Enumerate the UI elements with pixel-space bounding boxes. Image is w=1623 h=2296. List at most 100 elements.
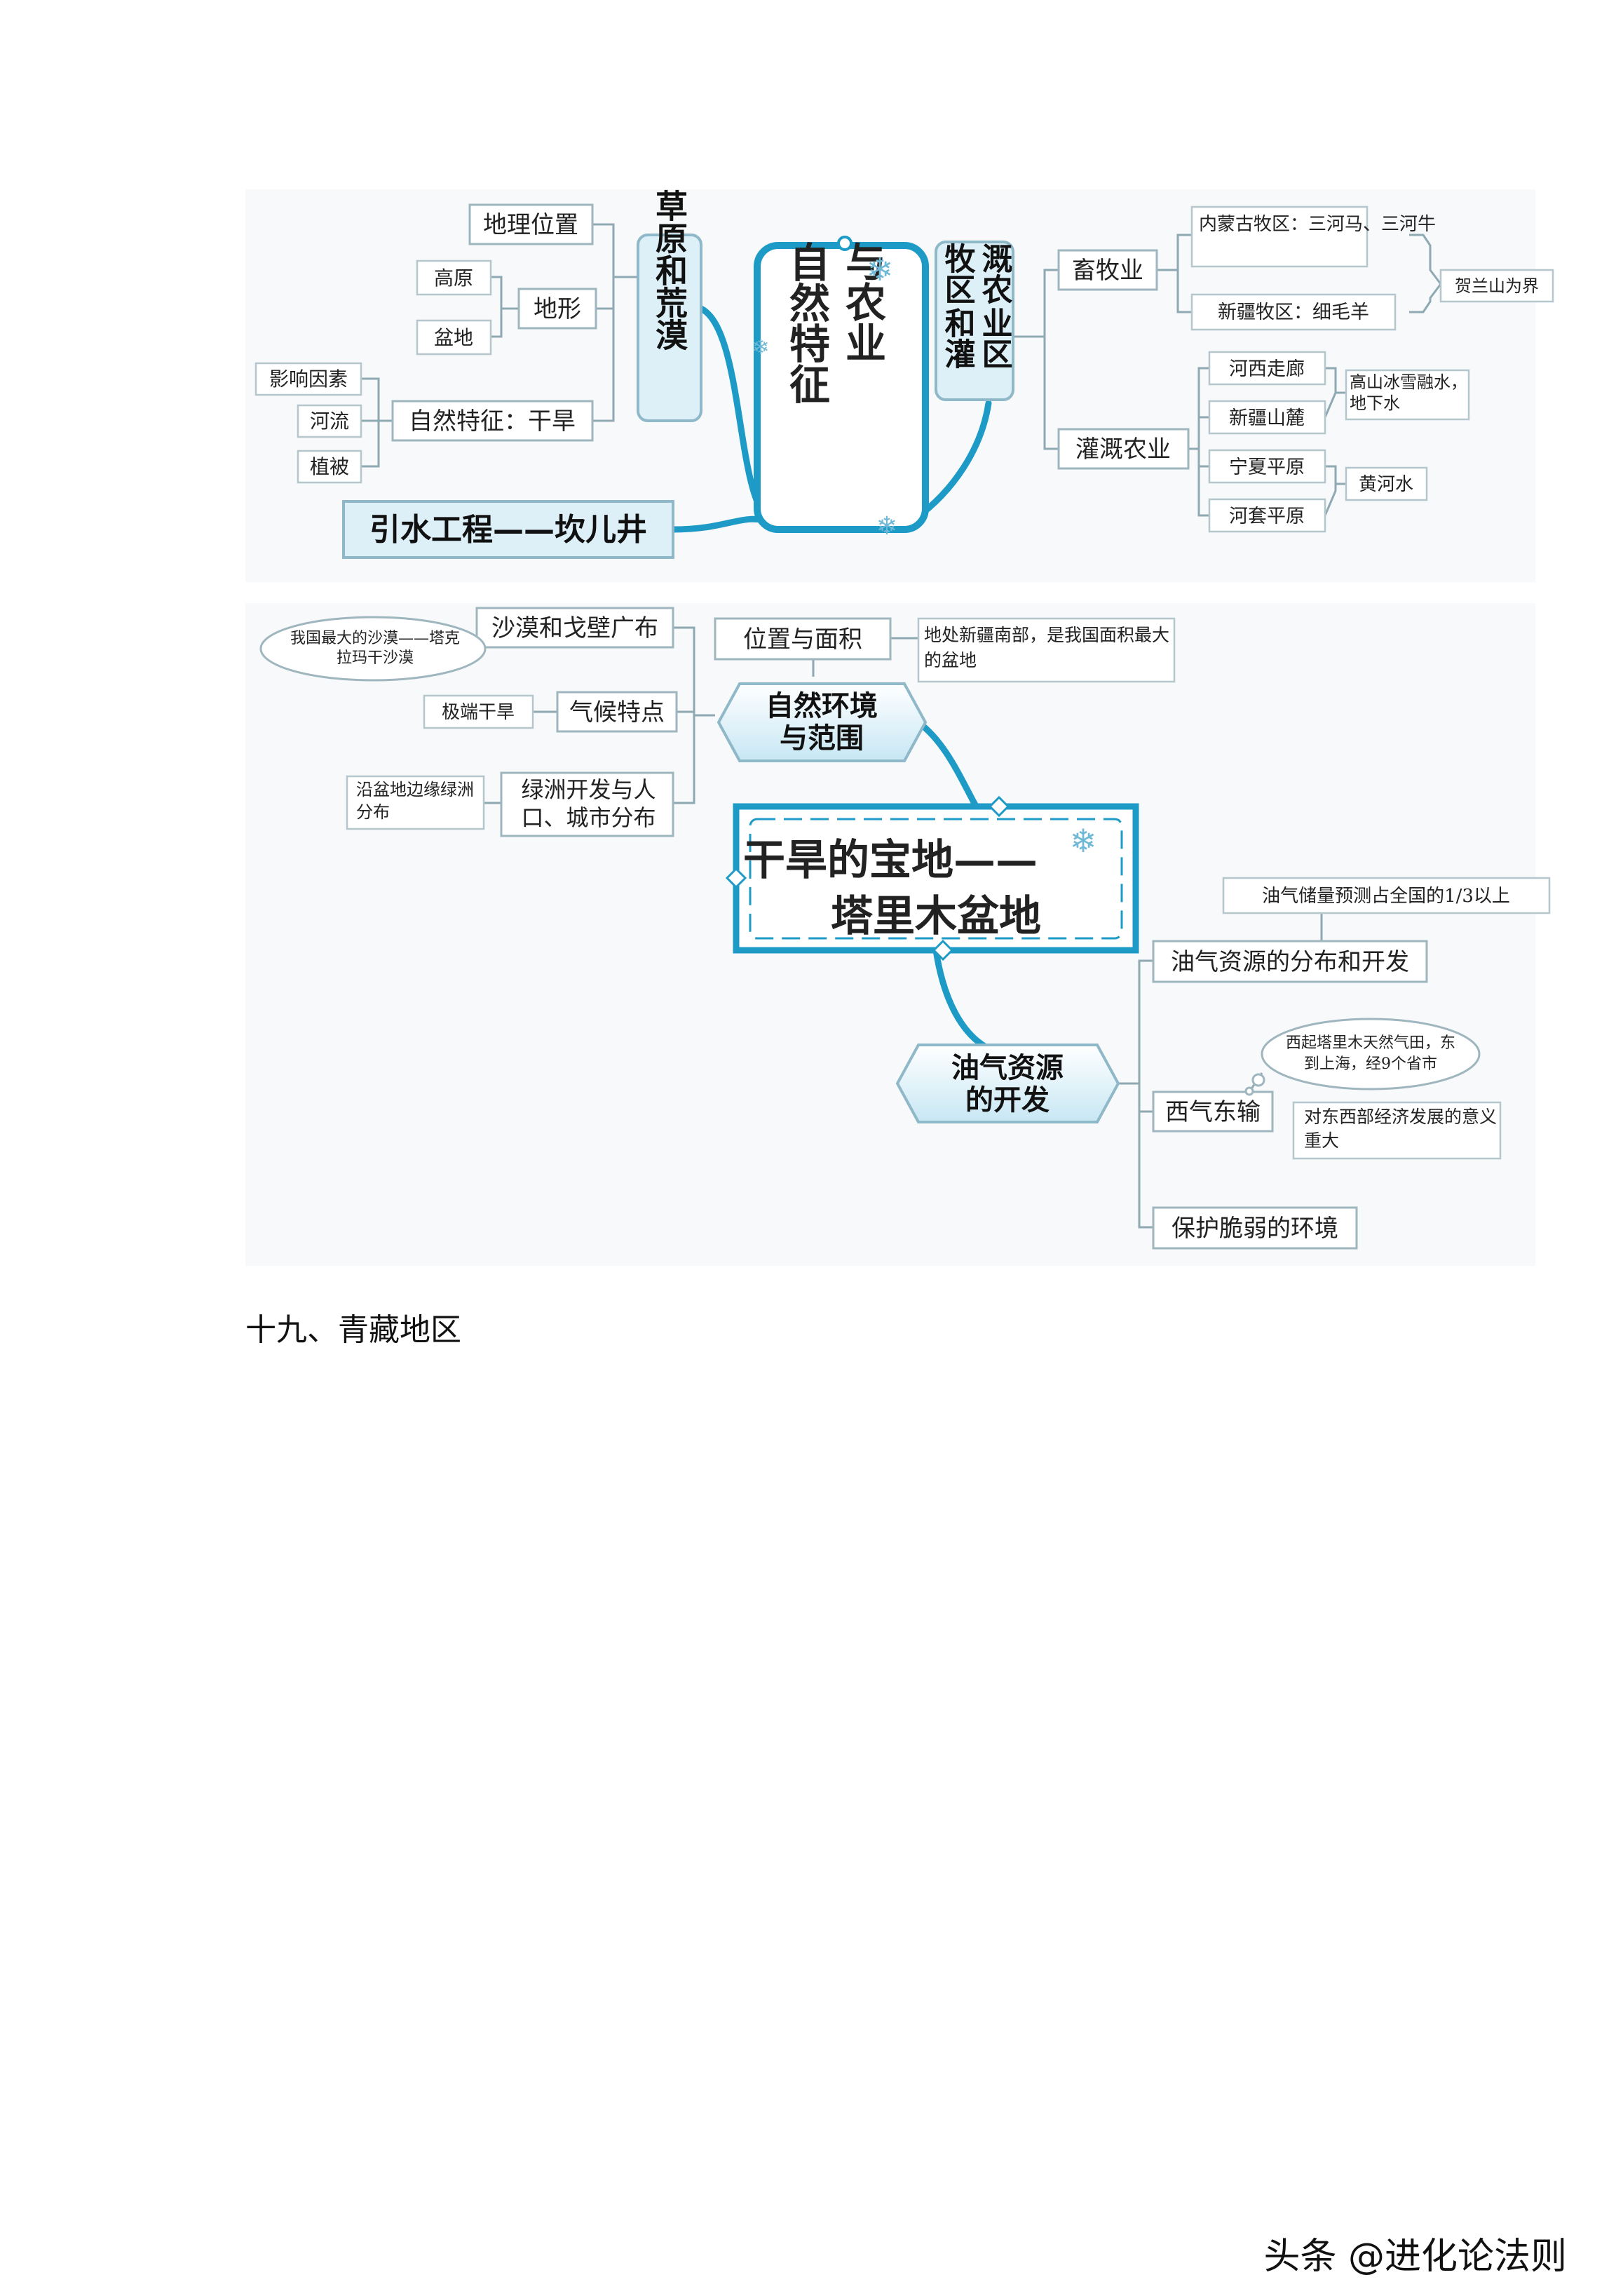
protect-label: 保护脆弱的环境 <box>1172 1215 1338 1243</box>
distribution-label: 油气资源的分布和开发 <box>1171 948 1409 976</box>
env-line1: 自然环境 <box>766 690 878 722</box>
reserve-box <box>1222 877 1551 914</box>
location-note-text-wrap: 地处新疆南部，是我国面积最大的盆地 <box>924 625 1170 670</box>
livestock-box <box>1057 249 1158 291</box>
terrain-label: 地形 <box>534 295 581 323</box>
snowflake-icon-small: ❄ <box>752 335 769 360</box>
xinjiang-pasture-label: 新疆牧区：细毛羊 <box>1218 302 1369 323</box>
snowmelt-label: 高山冰雪融水，地下水 <box>1350 372 1467 413</box>
reserve-label: 油气储量预测占全国的1/3以上 <box>1262 886 1510 907</box>
plateau-box <box>416 259 492 296</box>
helan-label: 贺兰山为界 <box>1455 276 1539 296</box>
diagram1: 自然特征 与农业 ❄ ❄ ❄ 草原和荒漠 牧区 和灌 溉农 业区 引水工程——坎… <box>254 189 1554 559</box>
route-label: 西起塔里木天然气田，东到上海，经9个省市 <box>1285 1034 1455 1073</box>
right-branch-node <box>935 241 1014 401</box>
terrain-box <box>517 288 597 330</box>
inner-mongolia-label: 内蒙古牧区：三河马、三河牛 <box>1199 214 1436 235</box>
center2-line1: 干旱的宝地—— <box>743 836 1038 885</box>
climate-box <box>556 691 678 733</box>
livestock-label: 畜牧业 <box>1072 257 1143 285</box>
inner-mongolia-box <box>1190 205 1369 268</box>
snowmelt-text-wrap: 高山冰雪融水，地下水 <box>1350 372 1467 413</box>
vegetation-box <box>297 450 362 484</box>
xinjiang-foothill-label: 新疆山麓 <box>1229 407 1305 429</box>
helan-box <box>1439 269 1554 303</box>
vegetation-label: 植被 <box>310 455 349 478</box>
center-text-col2: 与农业 <box>838 241 886 363</box>
route-text-wrap: 西起塔里木天然气田，东到上海，经9个省市 <box>1285 1034 1455 1073</box>
oasis-box <box>500 771 674 837</box>
protect-box <box>1152 1206 1358 1250</box>
factors-label: 影响因素 <box>269 367 348 391</box>
xinjiang-pasture-box <box>1190 293 1397 331</box>
center2-line2: 塔里木盆地 <box>831 892 1041 941</box>
dry-label: 极端干旱 <box>442 702 515 723</box>
oasis-text-wrap: 绿洲开发与人口、城市分布 <box>521 776 656 831</box>
right-branch-col3: 溉农 <box>977 243 1013 304</box>
bottom-node <box>342 500 674 559</box>
basin-label: 盆地 <box>434 326 473 349</box>
diagram2: 干旱的宝地—— 塔里木盆地 ❄ 自然环境 与范围 油气资源 的开发 沙漠和戈壁广… <box>259 607 1551 1250</box>
location2-label: 位置与面积 <box>743 626 862 654</box>
desert-label: 沙漠和戈壁广布 <box>491 614 658 642</box>
plateau-label: 高原 <box>434 266 473 290</box>
river-label: 河流 <box>310 410 349 433</box>
oil-line1: 油气资源 <box>951 1052 1064 1084</box>
location-note-label: 地处新疆南部，是我国面积最大的盆地 <box>924 625 1170 670</box>
hexi-box <box>1208 351 1326 386</box>
section-caption: 十九、青藏地区 <box>245 1312 461 1348</box>
irrigation-label: 灌溉农业 <box>1075 435 1171 464</box>
right-branch-col1: 牧区 <box>939 243 976 304</box>
location-note-box <box>917 617 1176 683</box>
significance-text-wrap: 对东西部经济发展的意义重大 <box>1304 1107 1498 1151</box>
bottom-node-label: 引水工程——坎儿井 <box>369 512 647 548</box>
largest-desert-label: 我国最大的沙漠——塔克拉玛干沙漠 <box>290 630 460 667</box>
natural-label: 自然特征：干旱 <box>409 407 576 435</box>
largest-desert-text-wrap: 我国最大的沙漠——塔克拉玛干沙漠 <box>290 630 460 667</box>
irrigation-box <box>1057 428 1190 470</box>
oasis-note-text-wrap: 沿盆地边缘绿洲分布 <box>356 780 474 822</box>
left-branch-node <box>637 234 702 422</box>
snowflake-icon: ❄ <box>867 250 894 288</box>
west-east-label: 西气东输 <box>1165 1098 1261 1126</box>
desert-box <box>475 607 674 649</box>
yellow-river-label: 黄河水 <box>1359 474 1413 495</box>
hetao-box <box>1208 498 1326 533</box>
right-branch-col2: 和灌 <box>939 307 976 369</box>
basin-box <box>416 319 492 356</box>
oasis-note-label: 沿盆地边缘绿洲分布 <box>356 780 474 822</box>
oasis-label: 绿洲开发与人口、城市分布 <box>521 776 656 831</box>
natural-box <box>391 400 594 442</box>
climate-label: 气候特点 <box>569 698 665 727</box>
snowmelt-box <box>1345 369 1470 421</box>
dry-box <box>423 694 534 729</box>
largest-desert-bubble <box>259 616 487 682</box>
location2-box <box>714 617 892 661</box>
left-branch-label: 草原和荒漠 <box>651 189 688 351</box>
factors-box <box>254 362 362 396</box>
ningxia-box <box>1208 449 1326 484</box>
location-label: 地理位置 <box>483 211 578 239</box>
env-node <box>717 682 928 762</box>
yellow-river-box <box>1345 466 1428 501</box>
right-branch-col4: 业区 <box>977 307 1012 369</box>
xinjiang-foothill-box <box>1208 400 1326 435</box>
env-line2: 与范围 <box>780 722 864 755</box>
hetao-label: 河套平原 <box>1229 506 1305 527</box>
west-east-box <box>1152 1090 1274 1133</box>
significance-label: 对东西部经济发展的意义重大 <box>1304 1107 1498 1151</box>
snowflake-icon-bottom: ❄ <box>876 512 897 541</box>
river-box <box>297 404 362 438</box>
hexi-label: 河西走廊 <box>1229 358 1305 380</box>
significance-box <box>1292 1101 1502 1160</box>
watermark: 头条 @进化论法则 <box>1263 2236 1567 2278</box>
distribution-box <box>1152 940 1428 983</box>
oil-node <box>895 1044 1120 1123</box>
oasis-note-box <box>346 775 485 830</box>
route-bubble <box>1261 1018 1481 1090</box>
center-text-col1: 自然特征 <box>782 241 830 404</box>
location-box <box>468 203 594 245</box>
ningxia-label: 宁夏平原 <box>1229 457 1305 478</box>
snowflake-icon-2: ❄ <box>1070 822 1097 860</box>
